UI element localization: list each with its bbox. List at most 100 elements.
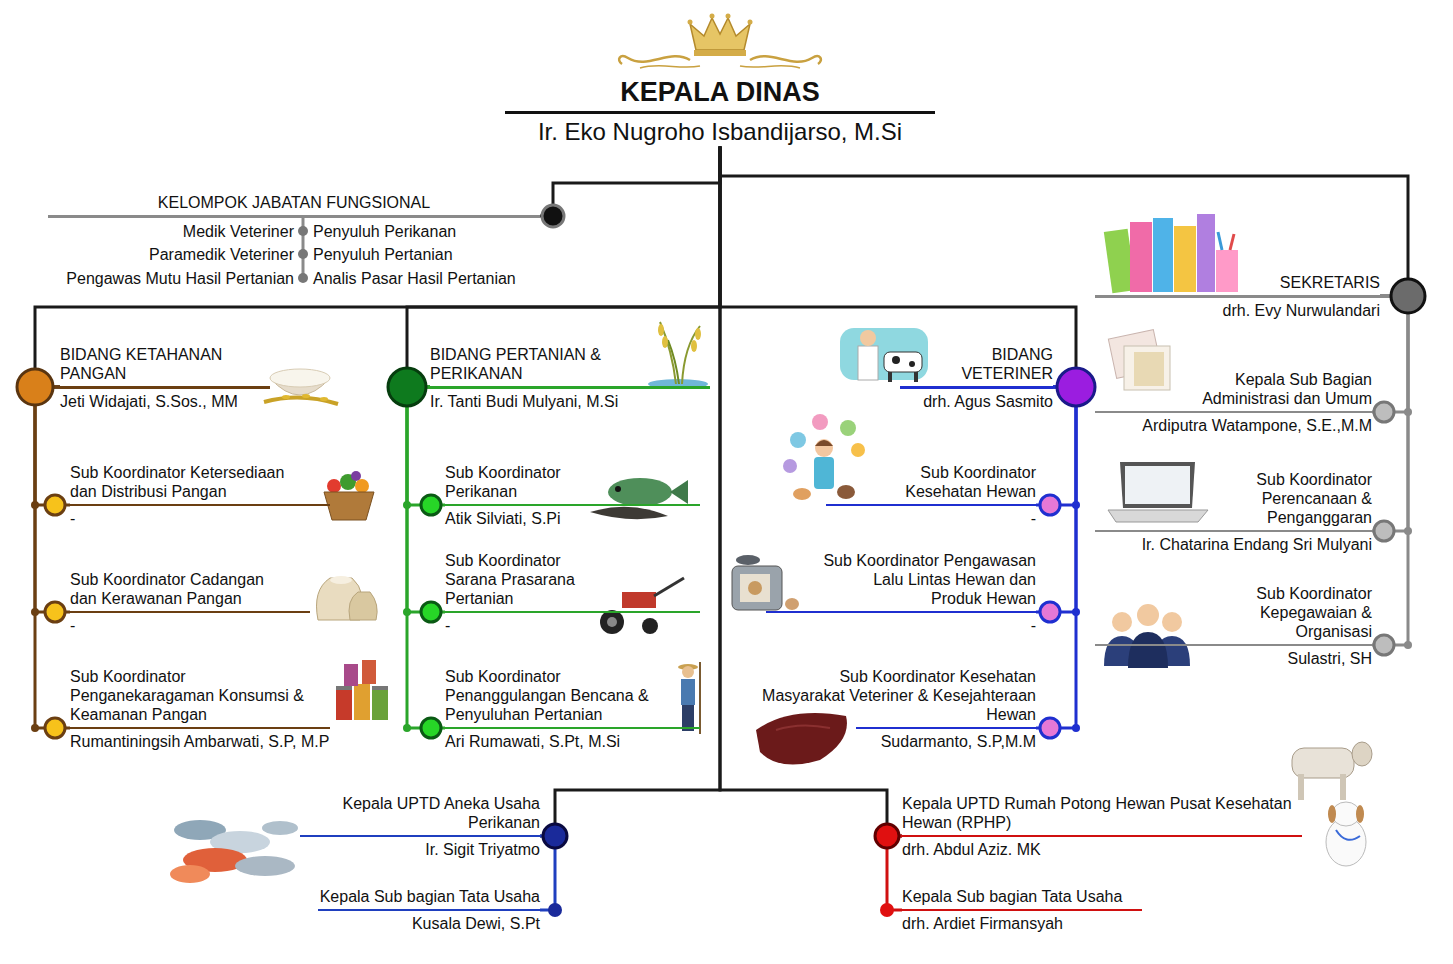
position-title: Sub Koordinator Kesehatan Hewan [866,463,1036,504]
illustration-part [170,865,210,883]
org-connector [407,387,445,728]
illustration-part [355,479,369,493]
illustration-part [654,578,684,596]
jars-icon [336,660,388,720]
illustration-part [336,690,352,720]
person-name: Jeti Widajati, S.Sos., MM [60,389,270,411]
illustration-part [1128,632,1168,668]
position-title: KELOMPOK JABATAN FUNGSIONAL [48,193,540,215]
illustration-part [31,724,39,732]
illustration-part [1356,805,1364,823]
person-name: Kusala Dewi, S.Pt [318,911,540,933]
illustration-part [31,608,39,616]
papers-icon [1108,330,1170,390]
illustration-part [282,395,290,399]
illustration-part [388,368,426,406]
meat-icon [756,713,847,764]
illustration-part [662,336,668,348]
illustration-part [600,610,624,634]
head-position: KEPALA DINASIr. Eko Nugroho Isbandijarso… [505,76,935,147]
fish-pile-icon [170,820,298,883]
illustration-part [1130,222,1152,292]
illustration-part [1112,612,1132,632]
sack-icon [317,576,378,620]
illustration-part [298,226,308,236]
illustration-part [1137,604,1159,626]
illustration-part [658,324,664,336]
person-name: drh. Abdul Aziz. MK [902,837,1302,859]
rule-line [1095,644,1372,646]
illustration-part [783,459,797,473]
illustration-part [320,397,328,401]
subcoordinator-position: Sub Koordinator Kesehatan Hewan- [766,463,1036,528]
person-name: - [766,506,1036,528]
function-label: Penyuluh Pertanian [313,245,453,264]
illustration-part [858,346,878,380]
rule-line [318,909,540,911]
division-position: BIDANG PERTANIAN & PERIKANANIr. Tanti Bu… [430,345,710,411]
illustration-part [372,686,388,690]
illustration-part [1292,748,1354,778]
illustration-part [608,478,672,506]
tractor-icon [600,578,684,634]
illustration-part [909,361,915,367]
illustration-part [262,821,298,835]
org-connector [540,147,720,217]
illustration-part [1040,718,1060,738]
org-connector [720,147,1076,388]
illustration-part [607,617,617,627]
illustration-part [421,495,441,515]
person-name: Ir. Sigit Triyatmo [300,837,540,859]
org-connector [720,147,1408,297]
person-name: - [70,506,330,528]
unit-position: Kepala UPTD Aneka Usaha PerikananIr. Sig… [300,794,540,859]
illustration-part [302,394,310,398]
subcoordinator-position: Sub Koordinator Pengawasan Lalu Lintas H… [766,551,1036,635]
illustration-part [1230,234,1234,250]
subcoordinator-position: Sub Koordinator Kesehatan Masyarakat Vet… [756,667,1036,751]
rule-line [505,111,935,114]
illustration-part [1197,214,1215,292]
illustration-part [1125,466,1190,504]
illustration-part [726,14,731,19]
org-connector [1372,296,1408,531]
rule-line [430,386,710,389]
illustration-part [1124,346,1170,390]
subcoordinator-position: Sub Koordinator Cadangan dan Kerawanan P… [70,570,310,635]
rule-line [445,727,700,729]
person-name: Rumantiningsih Ambarwati, S.P, M.P [70,729,330,751]
person-name: Ari Rumawati, S.Pt, M.Si [445,729,700,751]
rice-bowl-icon [264,369,338,404]
org-connector [407,387,445,612]
illustration-part [884,352,922,372]
illustration-part [1336,830,1360,840]
illustration-part [694,50,746,56]
illustration-part [670,480,688,504]
org-connector [35,387,70,728]
division-position: BIDANG KETAHANAN PANGANJeti Widajati, S.… [60,345,270,411]
illustration-part [622,592,656,608]
position-title: Kepala UPTD Rumah Potong Hewan Pusat Kes… [902,794,1302,835]
position-title: Kepala Sub bagian Tata Usaha [902,887,1142,909]
division-position: BIDANG VETERINERdrh. Agus Sasmito [900,345,1053,411]
position-title: SEKRETARIS [1180,273,1380,295]
illustration-part [298,273,308,283]
person-name: Ir. Eko Nugroho Isbandijarso, M.Si [505,114,935,147]
position-title: BIDANG VETERINER [933,345,1053,386]
function-label: Medik Veteriner [183,222,294,241]
illustration-part [750,56,821,64]
illustration-part [668,340,679,384]
illustration-part [1332,802,1360,826]
illustration-part [327,479,341,493]
illustration-part [710,14,715,19]
illustration-part [1120,462,1195,508]
illustration-part [681,679,695,705]
illustration-part [1340,774,1346,800]
illustration-part [812,414,828,430]
illustration-part [1404,408,1412,416]
position-title: KEPALA DINAS [505,76,935,111]
illustration-part [264,397,338,404]
admin-position: Kepala Sub bagian Tata Usahadrh. Ardiet … [902,887,1142,933]
